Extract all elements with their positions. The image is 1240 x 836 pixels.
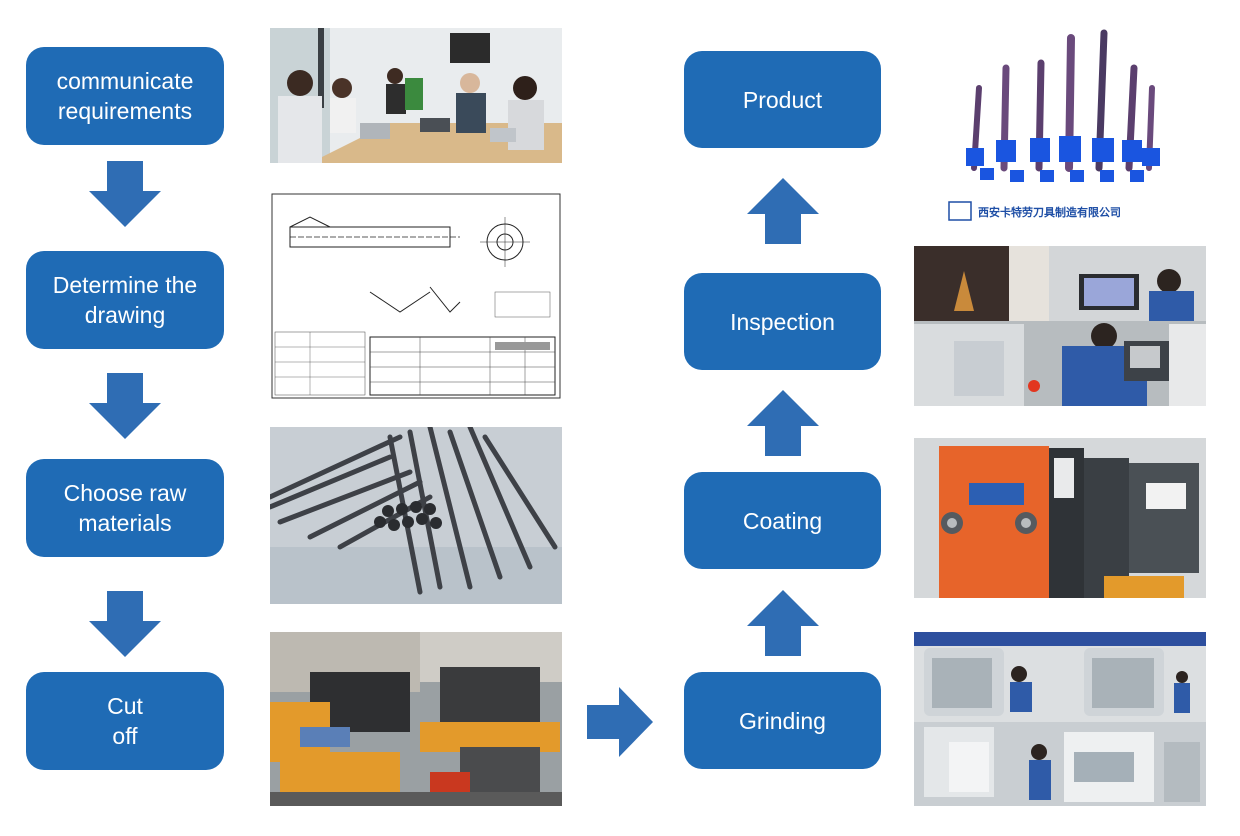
arrow-down-icon xyxy=(89,161,161,227)
meeting-photo xyxy=(270,28,562,163)
cutting-machine-photo xyxy=(270,632,562,806)
step-grinding-label: Grinding xyxy=(739,707,826,734)
step-raw-label: Choose raw materials xyxy=(63,480,187,536)
company-name-caption: 西安卡特劳刀具制造有限公司 xyxy=(978,205,1121,219)
step-product-label: Product xyxy=(742,86,823,113)
step-coating-label: Coating xyxy=(742,507,823,534)
grinding-machine-photo xyxy=(914,632,1206,806)
step-cut-off: Cut off xyxy=(26,672,224,770)
arrow-down-icon xyxy=(89,591,161,657)
step-grinding: Grinding xyxy=(684,672,881,769)
step-product: Product xyxy=(684,51,881,148)
step-communicate-label: communicate requirements xyxy=(56,68,194,124)
inspection-photo xyxy=(914,246,1206,406)
arrow-up-icon xyxy=(747,590,819,656)
coating-machine-photo xyxy=(914,438,1206,598)
step-drawing-label: Determine the drawing xyxy=(52,272,198,328)
carbide-rods-photo xyxy=(270,427,562,604)
step-inspection-label: Inspection xyxy=(730,308,835,335)
step-determine-drawing: Determine the drawing xyxy=(26,251,224,349)
step-coating: Coating xyxy=(684,472,881,569)
arrow-up-icon xyxy=(747,178,819,244)
step-cut-label: Cut off xyxy=(107,693,143,749)
arrow-up-icon xyxy=(747,390,819,456)
step-communicate-requirements: communicate requirements xyxy=(26,47,224,145)
arrow-right-icon xyxy=(587,687,653,757)
drill-bits-photo: 西安卡特劳刀具制造有限公司 xyxy=(944,28,1176,224)
step-inspection: Inspection xyxy=(684,273,881,370)
arrow-down-icon xyxy=(89,373,161,439)
technical-drawing-photo xyxy=(270,192,562,400)
step-choose-raw-materials: Choose raw materials xyxy=(26,459,224,557)
